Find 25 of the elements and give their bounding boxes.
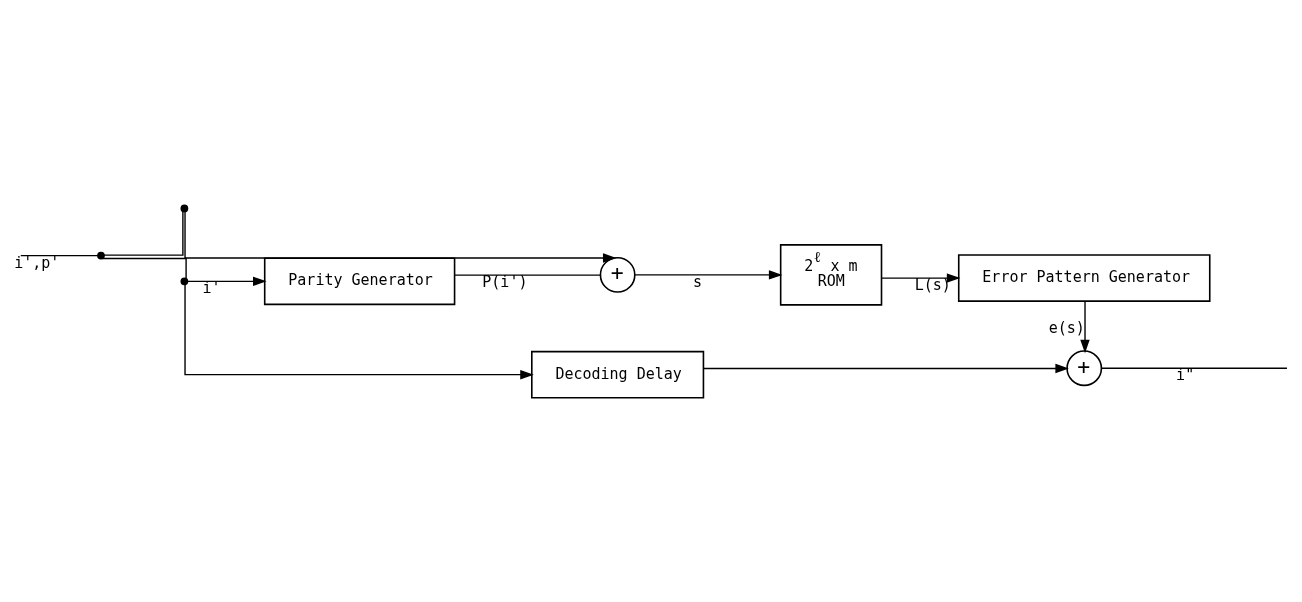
connector <box>1100 367 1288 369</box>
node-box: Decoding Delay <box>531 350 705 398</box>
arrow <box>1080 300 1090 353</box>
connector <box>101 257 187 279</box>
edge-label: L(s) <box>914 275 951 294</box>
edge-label: e(s) <box>1048 318 1085 337</box>
arrow <box>702 363 1069 373</box>
node-box: Parity Generator <box>263 256 456 305</box>
connector <box>103 209 184 256</box>
node-point <box>97 251 105 259</box>
node-point <box>180 276 189 285</box>
edge-label: i',p' <box>14 253 60 272</box>
arrow <box>184 210 617 263</box>
connector <box>20 254 99 256</box>
node-box: Error Pattern Generator <box>957 253 1211 302</box>
node-circle: + <box>1066 349 1103 386</box>
edge-label: P(i') <box>482 272 528 291</box>
edge-label: s <box>692 272 703 291</box>
arrow <box>634 269 783 280</box>
node-point <box>180 204 189 212</box>
connector <box>453 273 601 276</box>
arrow <box>184 283 534 379</box>
arrow <box>187 276 267 286</box>
node-circle: + <box>599 256 636 293</box>
arrow <box>881 272 961 283</box>
